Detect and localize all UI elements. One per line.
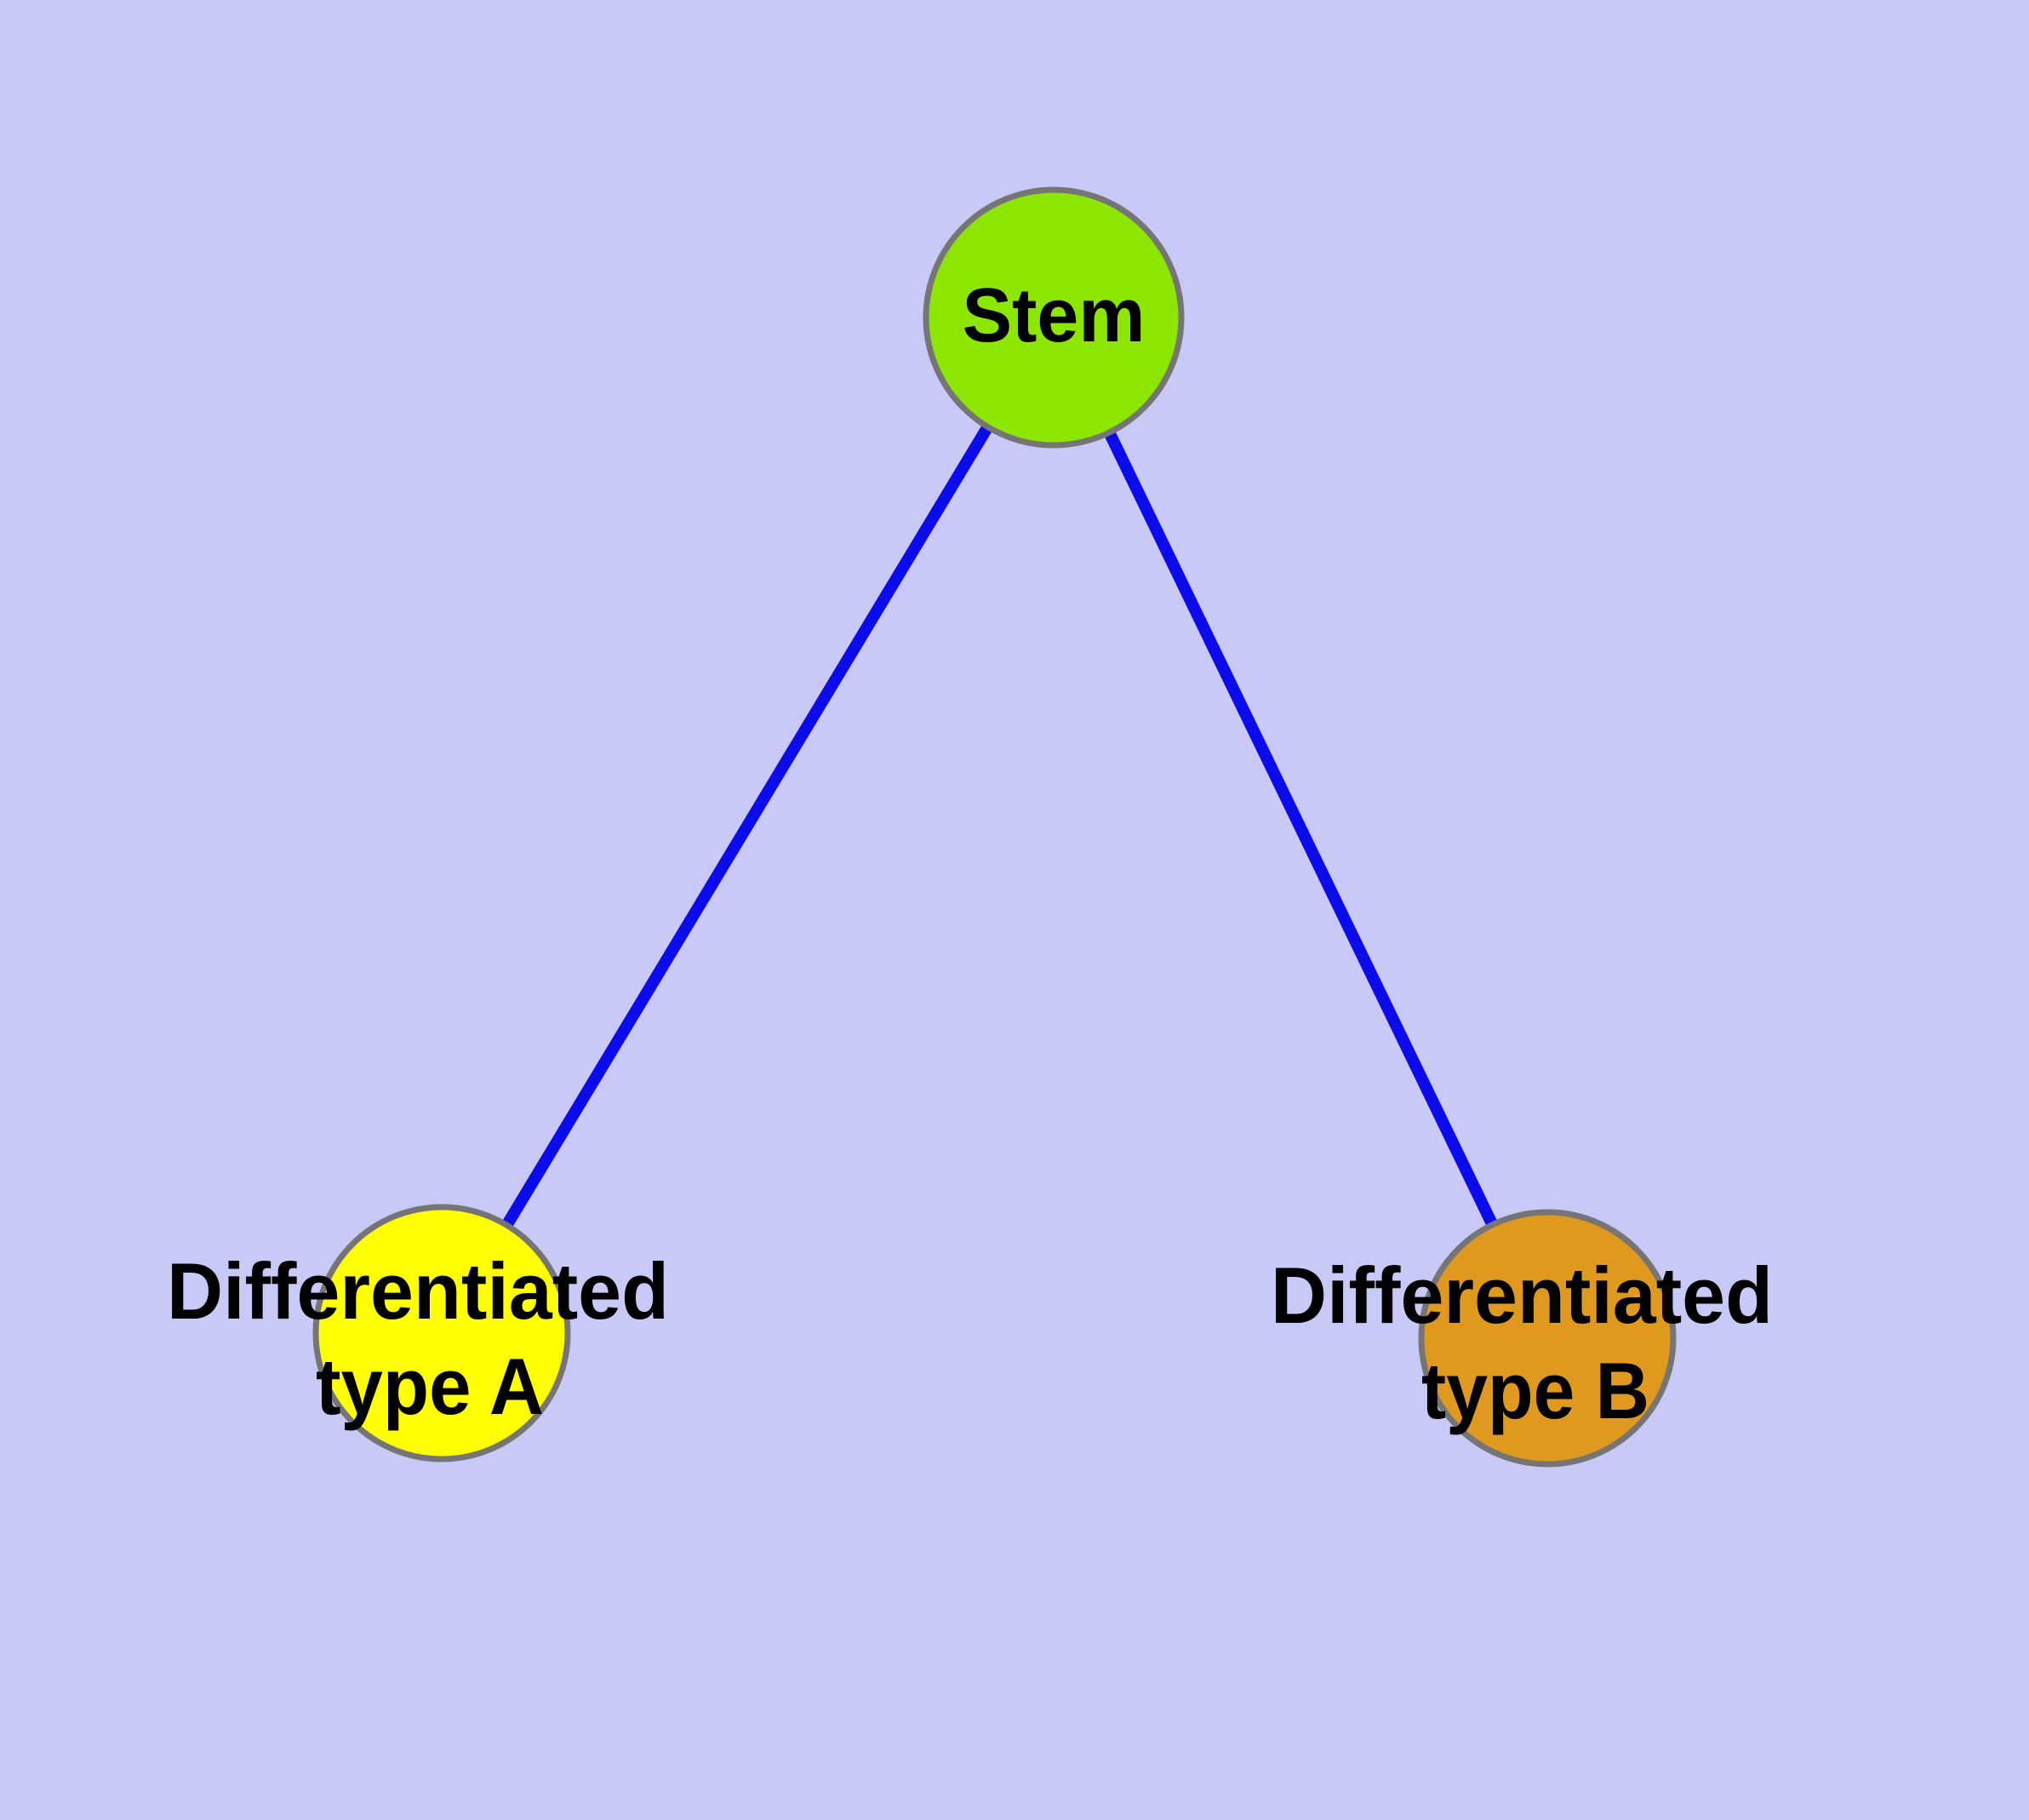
differentiated-type-b-label-line1: Differentiated: [1271, 1251, 1773, 1340]
edge-stem-to-type-b: [1048, 314, 1553, 1342]
stem-node-label: Stem: [963, 273, 1146, 358]
differentiated-type-a-label-line1: Differentiated: [167, 1246, 669, 1336]
differentiated-type-a-node[interactable]: [312, 1204, 571, 1462]
differentiated-type-a-label-line2: type A: [316, 1342, 544, 1431]
stem-node[interactable]: [923, 186, 1185, 449]
differentiated-type-b-label-line2: type B: [1421, 1346, 1649, 1435]
differentiated-type-b-node[interactable]: [1418, 1209, 1677, 1468]
edge-stem-to-type-a: [437, 314, 1059, 1336]
